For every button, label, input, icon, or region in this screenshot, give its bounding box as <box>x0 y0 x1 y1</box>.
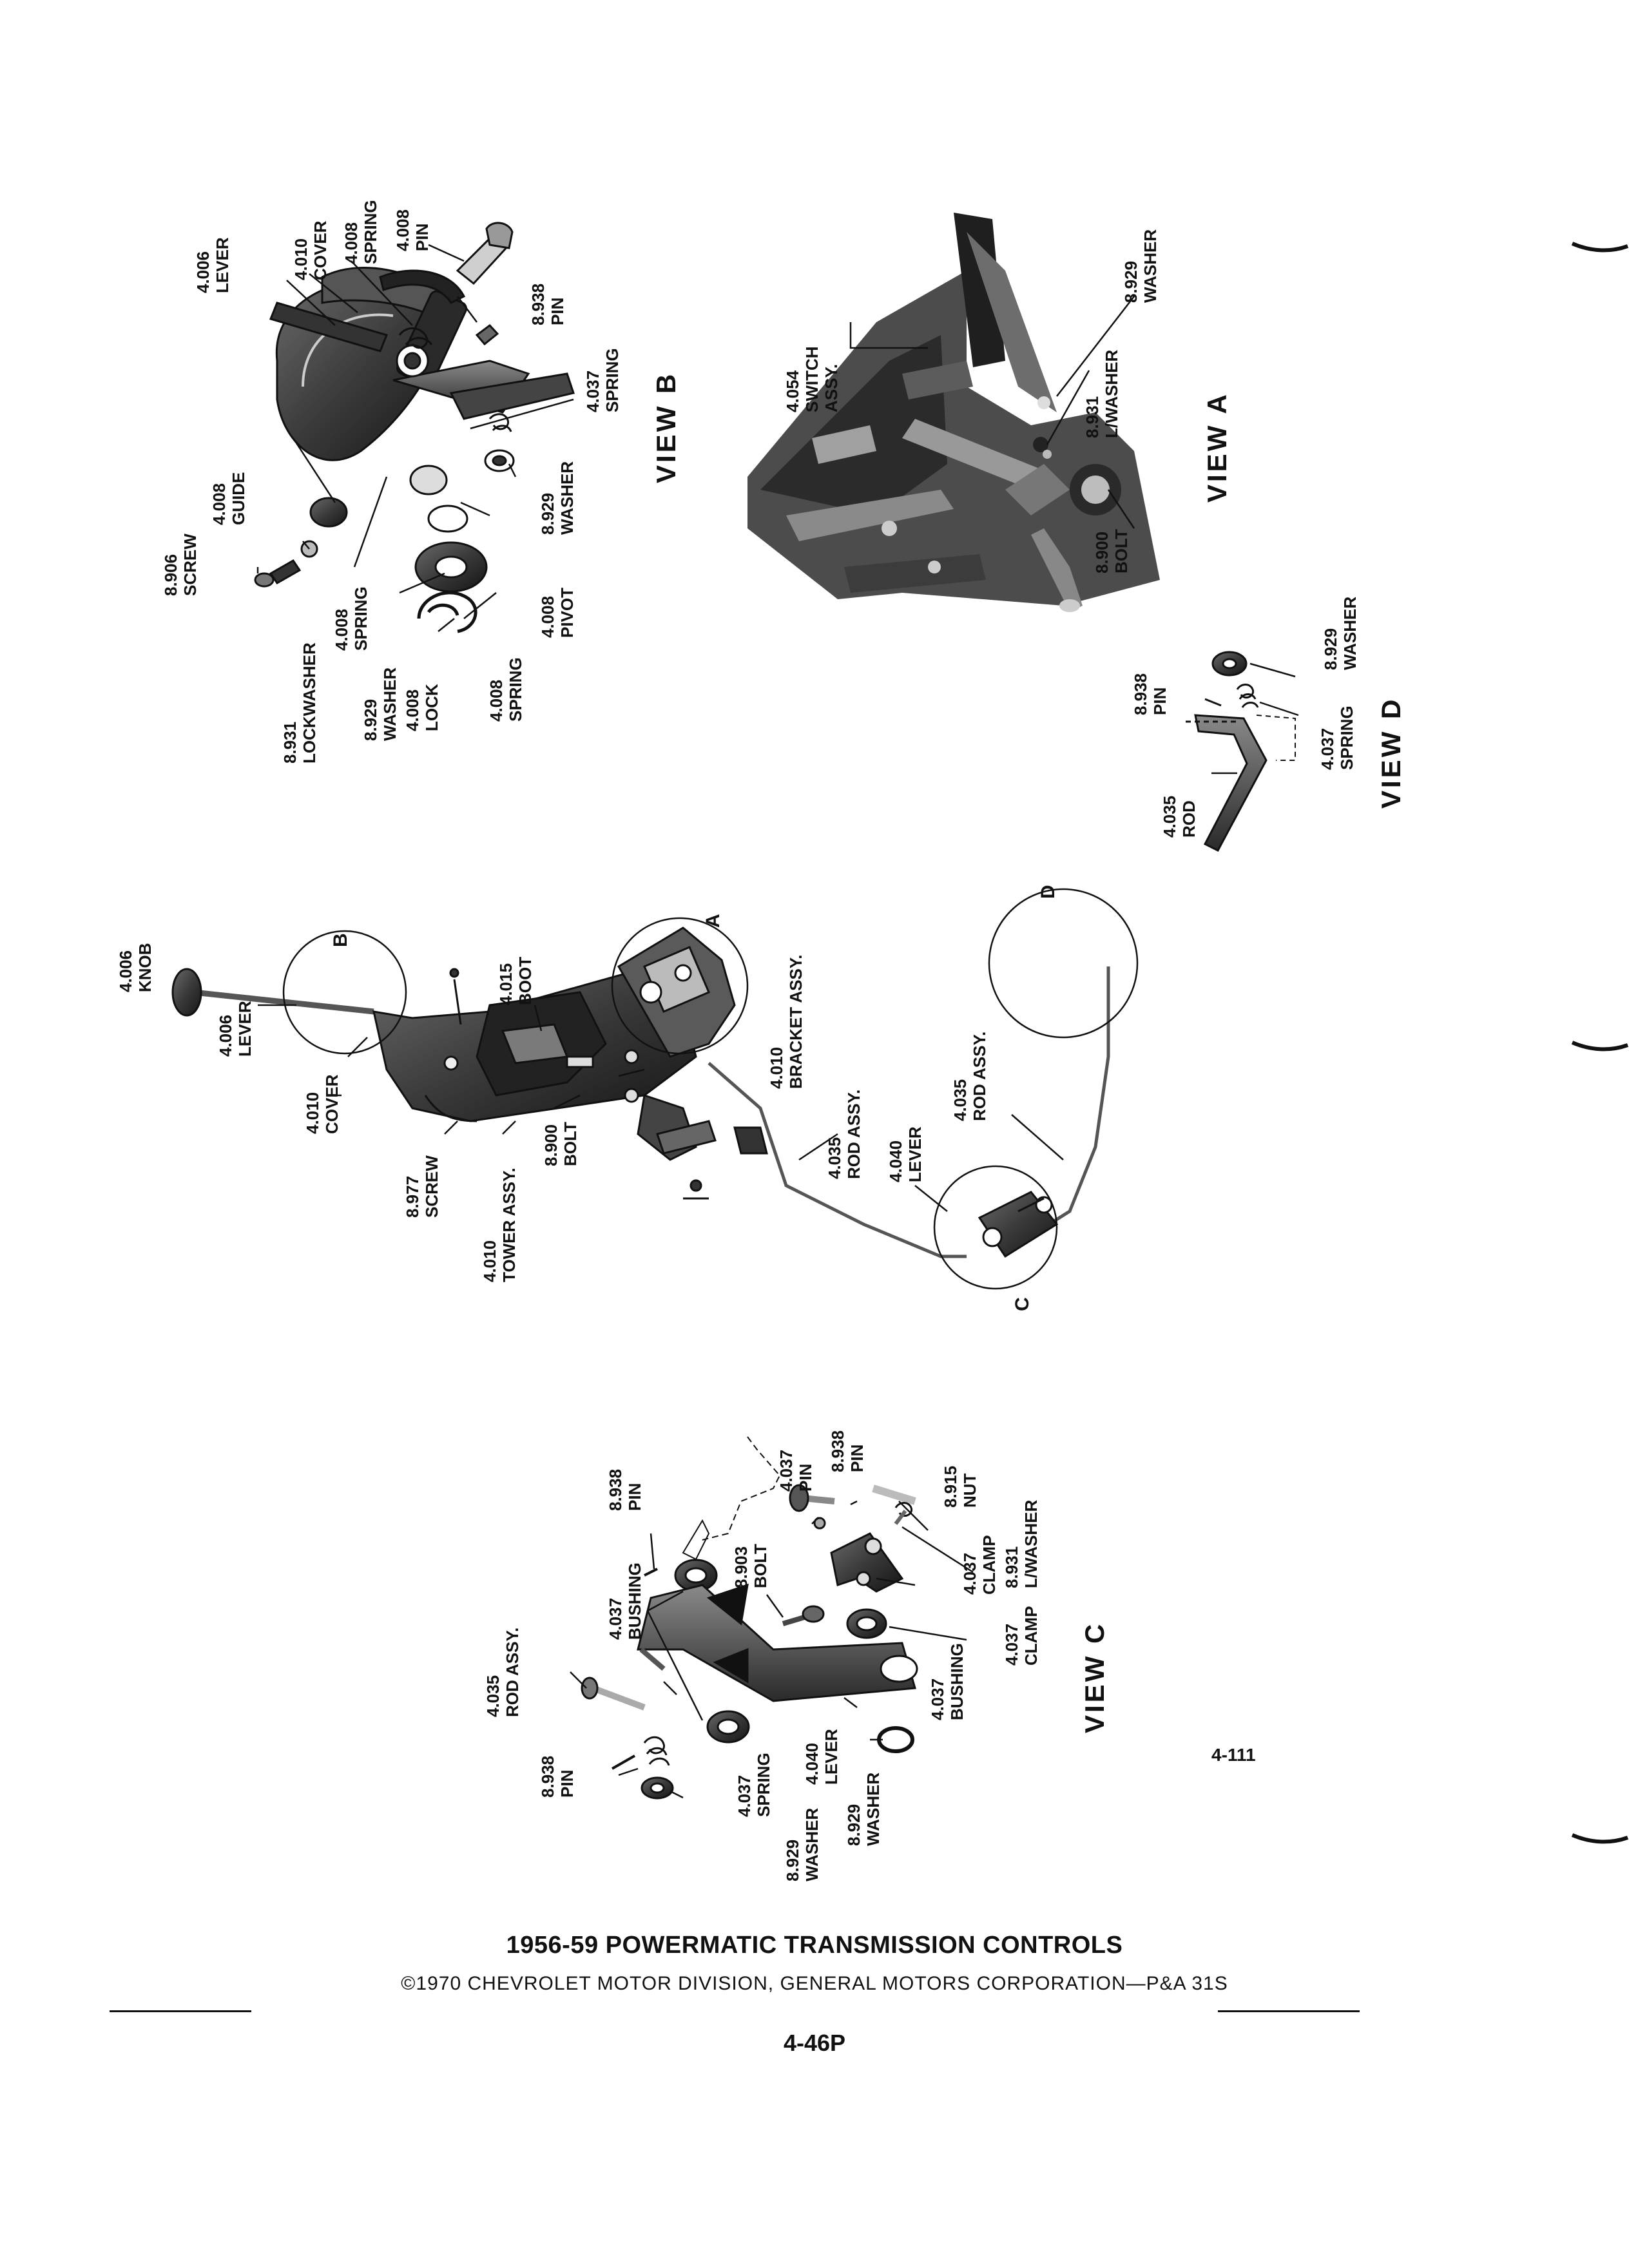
view-b-leaders <box>256 244 574 632</box>
view-b-title: VIEW B <box>651 371 681 483</box>
binder-mark-top <box>1571 242 1629 253</box>
view-b-illustration <box>254 222 575 633</box>
page-title: 1956-59 POWERMATIC TRANSMISSION CONTROLS <box>506 1932 1123 1959</box>
page-number: 4-46P <box>783 2030 846 2056</box>
copyright-text: ©1970 CHEVROLET MOTOR DIVISION, GENERAL … <box>401 1973 1228 1994</box>
view-d-title: VIEW D <box>1376 697 1406 809</box>
copyright-line: ©1970 CHEVROLET MOTOR DIVISION, GENERAL … <box>0 1973 1629 1995</box>
main-leaders <box>258 1004 1064 1212</box>
footer-rule-right <box>1218 2010 1360 2012</box>
binder-mark-bottom <box>1571 1833 1629 1844</box>
view-a-illustration <box>747 213 1160 612</box>
circle-label-a: A <box>702 914 724 928</box>
footer-rule <box>110 1991 1360 2017</box>
view-a-title: VIEW A <box>1202 392 1232 503</box>
footer-rule-left <box>110 2010 251 2012</box>
view-a-leaders <box>849 296 1135 529</box>
view-c-title: VIEW C <box>1079 1621 1110 1733</box>
view-d-illustration <box>1186 651 1296 852</box>
main-detail-circles <box>282 888 1139 1290</box>
view-c-illustration <box>581 1436 918 1800</box>
circle-label-c: C <box>1012 1297 1033 1311</box>
view-d-leaders <box>1211 662 1299 774</box>
circle-label-b: B <box>330 933 351 947</box>
binder-mark-middle <box>1571 1041 1629 1052</box>
view-c-leaders <box>570 1500 974 1799</box>
circle-label-d: D <box>1037 885 1059 899</box>
figure-number: 4-111 <box>1211 1745 1256 1765</box>
